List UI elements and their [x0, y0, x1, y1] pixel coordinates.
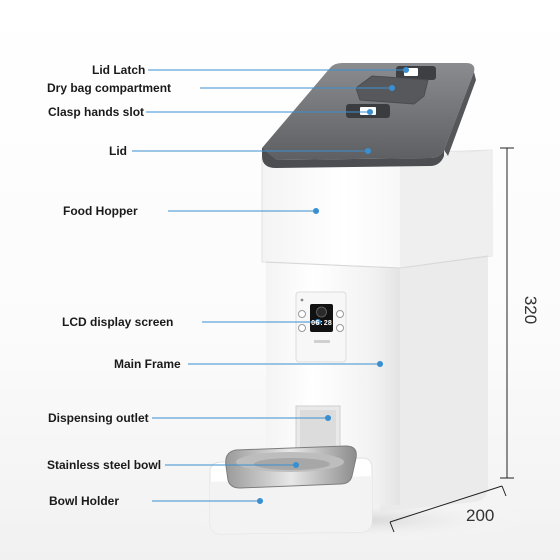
- leader-lines: [132, 66, 410, 505]
- label-bowl-holder: Bowl Holder: [49, 494, 120, 508]
- label-lcd-display-screen: LCD display screen: [62, 315, 174, 329]
- dimension-lines: [389, 147, 514, 533]
- height-dimension: 320: [521, 295, 541, 325]
- label-lid: Lid: [109, 144, 127, 158]
- panel-button: [298, 310, 306, 318]
- label-lid-latch: Lid Latch: [92, 63, 146, 77]
- lcd-screen: [310, 304, 333, 332]
- label-food-hopper: Food Hopper: [63, 204, 138, 218]
- panel-button: [336, 324, 344, 332]
- lcd-time: 06:28: [311, 320, 333, 328]
- label-clasp-hands-slot: Clasp hands slot: [48, 105, 145, 119]
- panel-button: [298, 324, 306, 332]
- label-stainless-steel-bowl: Stainless steel bowl: [47, 458, 162, 472]
- width-dimension: 200: [466, 506, 495, 525]
- label-main-frame: Main Frame: [114, 357, 181, 371]
- panel-button: [336, 310, 344, 318]
- label-dry-bag-compartment: Dry bag compartment: [47, 81, 172, 95]
- label-dispensing-outlet: Dispensing outlet: [48, 411, 149, 425]
